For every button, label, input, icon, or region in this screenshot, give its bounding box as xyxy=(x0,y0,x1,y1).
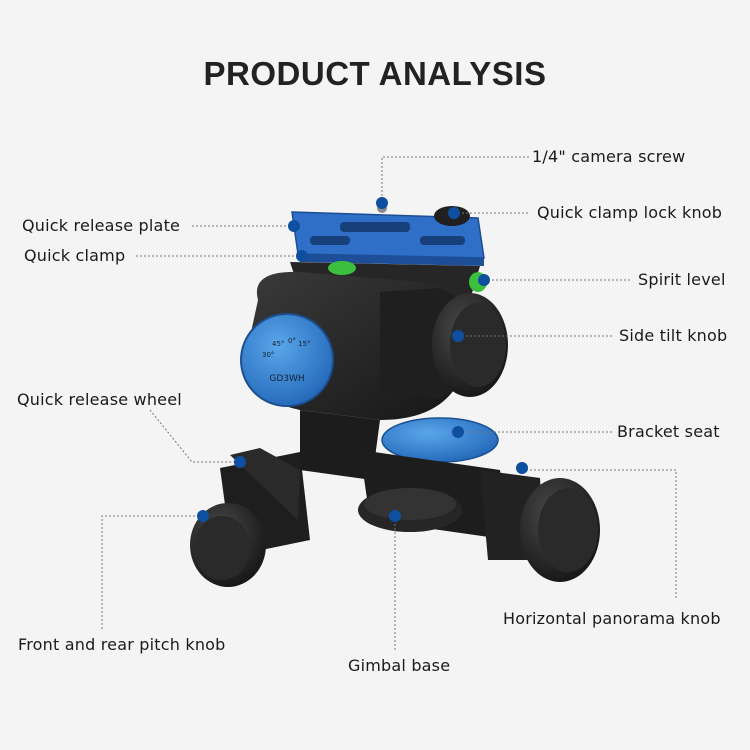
label-bracket-seat: Bracket seat xyxy=(617,422,720,441)
leader-front-rear-pitch-knob xyxy=(101,515,203,630)
svg-text:15°: 15° xyxy=(298,340,310,348)
leader-quick-release-wheel xyxy=(149,409,240,463)
label-quick-clamp-lock-knob: Quick clamp lock knob xyxy=(537,203,723,222)
svg-text:0°: 0° xyxy=(288,337,296,345)
marker-quick-release-wheel xyxy=(234,456,246,468)
label-quick-clamp: Quick clamp xyxy=(24,246,126,265)
marker-bracket-seat xyxy=(452,426,464,438)
dial-model-text: GD3WH xyxy=(269,374,304,384)
marker-side-tilt-knob xyxy=(452,330,464,342)
svg-text:30°: 30° xyxy=(262,351,274,359)
leader-camera-screw xyxy=(381,156,530,200)
svg-text:45°: 45° xyxy=(272,340,284,348)
marker-quick-release-plate xyxy=(288,220,300,232)
marker-gimbal-base xyxy=(389,510,401,522)
label-gimbal-base: Gimbal base xyxy=(348,656,451,675)
label-front-rear-pitch-knob: Front and rear pitch knob xyxy=(18,635,226,654)
label-spirit-level: Spirit level xyxy=(638,270,726,289)
marker-camera-screw xyxy=(376,197,388,209)
label-quick-release-wheel: Quick release wheel xyxy=(17,390,182,409)
label-side-tilt-knob: Side tilt knob xyxy=(619,326,728,345)
front-rear-pitch-knob-shape xyxy=(190,448,310,587)
marker-spirit-level xyxy=(478,274,490,286)
leader-horizontal-panorama-knob xyxy=(522,469,677,600)
side-tilt-knob-shape xyxy=(380,288,508,398)
marker-horizontal-panorama-knob xyxy=(516,462,528,474)
label-quick-release-plate: Quick release plate xyxy=(22,216,181,235)
marker-quick-clamp-lock-knob xyxy=(448,207,460,219)
label-horizontal-panorama-knob: Horizontal panorama knob xyxy=(503,609,721,628)
page-title: PRODUCT ANALYSIS xyxy=(203,55,547,92)
marker-quick-clamp xyxy=(296,250,308,262)
angle-dial xyxy=(240,313,334,407)
marker-front-rear-pitch-knob xyxy=(197,510,209,522)
label-camera-screw: 1/4" camera screw xyxy=(532,147,686,166)
spirit-level-bubble xyxy=(328,261,356,275)
